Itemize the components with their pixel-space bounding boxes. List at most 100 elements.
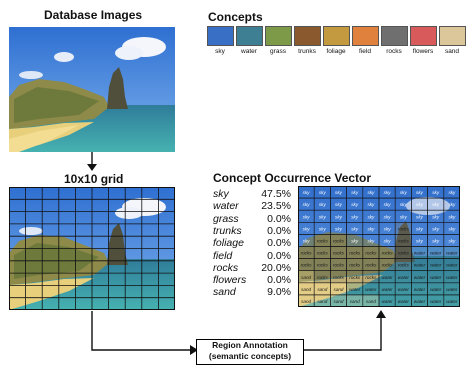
annotation-cell-label: rocks <box>317 263 329 268</box>
annotation-cell-label: sky <box>432 226 440 231</box>
annotation-cell-label: sky <box>319 202 327 207</box>
annotation-cell-label: water <box>381 275 393 280</box>
vector-row-field: field 0.0% <box>213 250 291 262</box>
annotation-cell-label: sky <box>367 190 375 195</box>
vector-concept-value: 20.0% <box>261 261 291 274</box>
vector-concept-name: grass <box>213 212 239 225</box>
annotation-cell-label: rocks <box>301 251 313 256</box>
annotation-cell-label: rocks <box>317 238 329 243</box>
vector-row-rocks: rocks 20.0% <box>213 262 291 274</box>
annotation-cell-label: sky <box>335 214 343 219</box>
annotation-cell-label: water <box>446 263 458 268</box>
vector-concept-name: field <box>213 249 233 262</box>
vector-concept-value: 23.5% <box>261 200 291 213</box>
annotation-cell-label: water <box>430 263 442 268</box>
annotation-cell-label: sky <box>400 214 408 219</box>
annotation-cell-label: rocks <box>365 251 377 256</box>
annotation-cell-label: sky <box>400 202 408 207</box>
annotation-cell-label: water <box>414 287 426 292</box>
vector-concept-name: rocks <box>213 261 239 274</box>
vector-concept-value: 0.0% <box>267 224 291 237</box>
annotation-cell-label: water <box>446 299 458 304</box>
region-annotation-box: Region Annotation (semantic concepts) <box>196 339 304 365</box>
annotation-cell-label: sky <box>303 202 311 207</box>
annotation-cell-label: sky <box>416 190 424 195</box>
annotation-cell-label: sky <box>448 214 456 219</box>
annotation-cell-label: sand <box>334 287 344 292</box>
vector-concept-value: 0.0% <box>267 249 291 262</box>
annotation-cell-label: sky <box>384 214 392 219</box>
annotation-cell-label: sky <box>351 238 359 243</box>
annotation-cell-label: sky <box>367 226 375 231</box>
annotation-cell-label: rocks <box>333 263 345 268</box>
annotation-cell-label: sky <box>384 190 392 195</box>
annotation-cell-label: water <box>446 275 458 280</box>
vector-concept-value: 47.5% <box>261 188 291 200</box>
annotation-cell-label: rocks <box>317 251 329 256</box>
annotation-cell-label: sky <box>303 214 311 219</box>
annotation-cell-label: sky <box>432 190 440 195</box>
annotation-cell-label: sky <box>432 214 440 219</box>
vector-concept-name: water <box>213 200 239 213</box>
annotation-cell-label: sand <box>301 275 311 280</box>
annotation-cell-label: sky <box>416 202 424 207</box>
concept-label-water: water <box>241 48 257 55</box>
concept-label-field: field <box>359 48 371 55</box>
vector-concept-name: foliage <box>213 237 244 250</box>
annotation-cell-label: sky <box>303 238 311 243</box>
annotation-cell-label: sky <box>448 190 456 195</box>
annotation-cell-label: sand <box>366 299 376 304</box>
vector-concept-value: 9.0% <box>267 286 291 299</box>
annotation-cell-label: rocks <box>333 275 345 280</box>
annotation-cell-label: rocks <box>382 251 394 256</box>
annotation-cell-label: rocks <box>398 226 410 231</box>
annotation-cell-label: water <box>430 299 442 304</box>
annotation-cell-label: sky <box>384 202 392 207</box>
annotation-cell-label: rocks <box>365 275 377 280</box>
concept-swatch-sand <box>439 26 466 46</box>
concept-swatch-grass <box>265 26 292 46</box>
concept-label-foliage: foliage <box>326 48 346 55</box>
concept-label-sky: sky <box>215 48 225 55</box>
annotation-cell-label: rocks <box>398 263 410 268</box>
annotation-cell-label: water <box>446 287 458 292</box>
annotation-cell-label: sky <box>319 214 327 219</box>
annotation-cell-label: water <box>414 263 426 268</box>
vector-row-water: water 23.5% <box>213 200 291 212</box>
concept-swatch-sky <box>207 26 234 46</box>
annotation-cell-label: sky <box>384 226 392 231</box>
annotation-cell-label: sky <box>351 190 359 195</box>
annotation-cell-label: rocks <box>382 263 394 268</box>
region-annotation-subtitle: (semantic concepts) <box>208 351 292 361</box>
vector-title: Concept Occurrence Vector <box>213 171 372 185</box>
annotation-cell-label: water <box>398 275 410 280</box>
annotation-cell-label: rocks <box>349 263 361 268</box>
annotation-cell-label: water <box>398 287 410 292</box>
annotation-cell-label: rocks <box>349 275 361 280</box>
annotation-cell-label: water <box>381 299 393 304</box>
annotation-cell-label: sand <box>350 299 360 304</box>
concept-swatch-flowers <box>410 26 437 46</box>
annotation-cell-label: sky <box>335 202 343 207</box>
concept-swatch-trunks <box>294 26 321 46</box>
annotation-cell-label: sky <box>335 226 343 231</box>
annotation-cell-label: water <box>398 299 410 304</box>
annotation-cell-label: sky <box>351 214 359 219</box>
annotation-cell-label: rocks <box>349 251 361 256</box>
concept-label-rocks: rocks <box>386 48 402 55</box>
concept-swatch-foliage <box>323 26 350 46</box>
annotation-cell-label: sky <box>432 202 440 207</box>
annotation-cell-label: sky <box>367 238 375 243</box>
annotation-cell-label: sky <box>367 214 375 219</box>
annotation-cell <box>443 294 460 307</box>
annotation-cell-label: water <box>349 287 361 292</box>
annotation-cell-label: sky <box>303 190 311 195</box>
annotation-cell-label: water <box>381 287 393 292</box>
annotation-cell-label: sky <box>384 238 392 243</box>
vector-concept-name: flowers <box>213 274 247 287</box>
annotation-cell-label: sand <box>317 299 327 304</box>
annotation-cell-label: rocks <box>398 238 410 243</box>
